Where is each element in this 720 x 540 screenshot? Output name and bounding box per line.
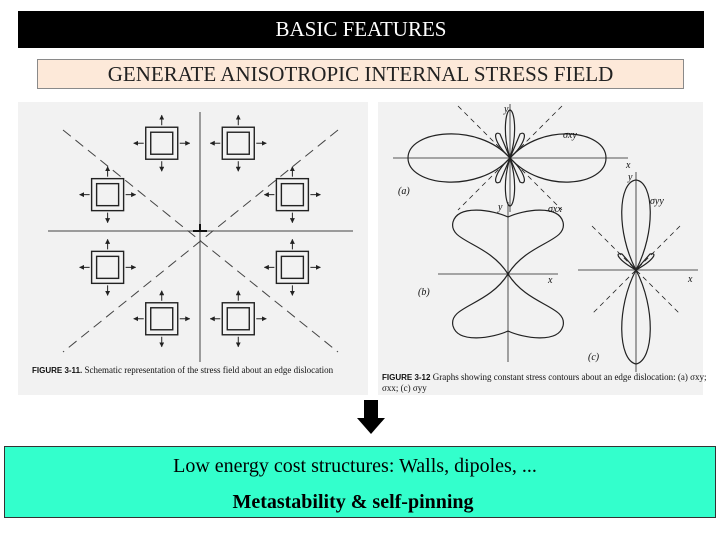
stress-element-inner (226, 131, 250, 155)
panel-label-b: (b) (418, 287, 430, 298)
stress-element (145, 302, 179, 336)
summary-box: Low energy cost structures: Walls, dipol… (4, 446, 716, 518)
figure-3-11-caption: FIGURE 3-11. Schematic representation of… (32, 365, 333, 375)
axis-label-y-c: y (627, 172, 633, 183)
figure-3-12-caption: FIGURE 3-12 Graphs showing constant stre… (382, 372, 707, 382)
slide-subtitle-text: GENERATE ANISOTROPIC INTERNAL STRESS FIE… (107, 61, 614, 86)
axis-label-x-c: x (687, 274, 693, 285)
stress-label-xx: σxx (548, 204, 562, 215)
stress-label-yy: σyy (650, 196, 664, 207)
stress-element-inner (150, 131, 174, 155)
slide-title-text: BASIC FEATURES (275, 17, 447, 41)
stress-element (221, 126, 255, 160)
stress-element-inner (150, 307, 174, 331)
figure-3-12-caption-2: σxx; (c) σyy (382, 383, 427, 393)
slide-subtitle: GENERATE ANISOTROPIC INTERNAL STRESS FIE… (37, 59, 684, 89)
stress-contours-figure: (a) (b) (c) x y x y x y σxy σxx σyy FIGU… (378, 102, 707, 395)
slide-title: BASIC FEATURES (18, 11, 704, 48)
stress-element-inner (95, 182, 120, 207)
stress-element (90, 177, 125, 212)
stress-element (275, 250, 310, 285)
stress-element (145, 126, 179, 160)
stress-element-inner (280, 182, 305, 207)
stress-field-schematic-drawing (48, 112, 353, 362)
axis-label-y-b: y (497, 202, 503, 213)
axis-label-y-a: y (503, 104, 509, 115)
figure-3-12-text: Graphs showing constant stress contours … (432, 372, 707, 382)
stress-element-inner (95, 255, 120, 280)
stress-element (221, 302, 255, 336)
summary-line-structures: Low energy cost structures: Walls, dipol… (173, 455, 537, 477)
figure-3-12-label: FIGURE 3-12 (382, 373, 431, 382)
axis-label-x-a: x (625, 160, 631, 171)
figure-3-11-label: FIGURE 3-11. (32, 366, 83, 375)
down-arrow-icon (357, 400, 385, 434)
figure-3-12-text-2: σxx; (c) σyy (382, 383, 427, 393)
figure-3-11-text: Schematic representation of the stress f… (84, 365, 334, 375)
stress-element (275, 177, 310, 212)
summary-line-metastability: Metastability & self-pinning (232, 491, 474, 513)
axis-label-x-b: x (547, 275, 553, 286)
stress-element (90, 250, 125, 285)
stress-contours-drawing: (a) (b) (c) x y x y x y σxy σxx σyy (393, 104, 698, 372)
stress-element-inner (280, 255, 305, 280)
panel-label-c: (c) (588, 352, 600, 363)
stress-field-schematic-figure: FIGURE 3-11. Schematic representation of… (18, 102, 368, 395)
stress-label-xy: σxy (563, 130, 577, 141)
panel-label-a: (a) (398, 186, 410, 197)
stress-element-inner (226, 307, 250, 331)
